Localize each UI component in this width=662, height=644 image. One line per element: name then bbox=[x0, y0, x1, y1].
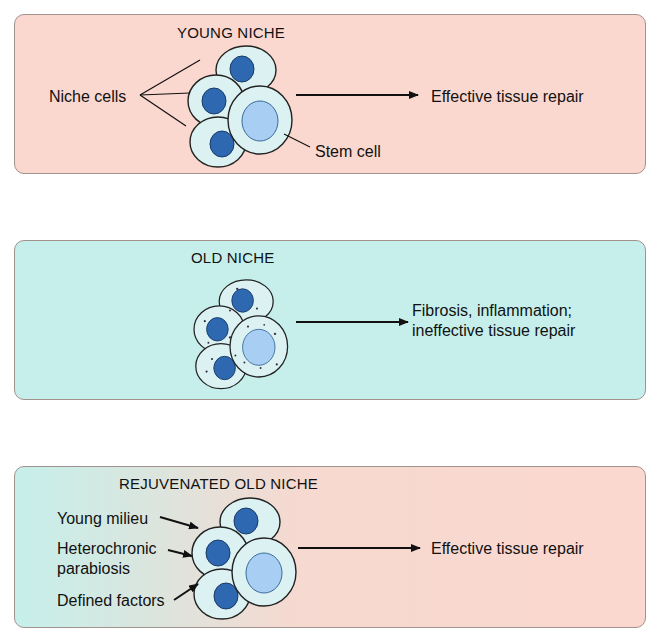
panel-label: Young milieu bbox=[57, 509, 148, 529]
panel-label: Stem cell bbox=[315, 142, 381, 162]
panel-label: Defined factors bbox=[57, 591, 165, 611]
text-holder: YOUNG NICHE bbox=[177, 23, 285, 43]
text-holder: Fibrosis, inflammation; ineffective tiss… bbox=[412, 301, 638, 341]
panel-label: Heterochronic parabiosis bbox=[57, 539, 175, 579]
text-holder: Young milieu bbox=[57, 509, 148, 529]
text-holder: Effective tissue repair bbox=[431, 539, 584, 559]
panel-heading: REJUVENATED OLD NICHE bbox=[119, 474, 318, 494]
text-holder: Effective tissue repair bbox=[431, 87, 584, 107]
text-holder: REJUVENATED OLD NICHE bbox=[119, 474, 318, 494]
text-holder: OLD NICHE bbox=[191, 248, 274, 268]
text-holder: Stem cell bbox=[315, 142, 381, 162]
panel-label: Effective tissue repair bbox=[431, 539, 584, 559]
panel-heading: OLD NICHE bbox=[191, 248, 274, 268]
text-holder: Heterochronic parabiosis bbox=[57, 539, 175, 579]
niche-panel: OLD NICHE Fibrosis, inflammation; ineffec… bbox=[14, 240, 646, 400]
panel-label: Niche cells bbox=[49, 87, 126, 107]
panel-heading: YOUNG NICHE bbox=[177, 23, 285, 43]
text-holder: Defined factors bbox=[57, 591, 165, 611]
panel-label: Fibrosis, inflammation; ineffective tiss… bbox=[412, 301, 638, 341]
panel-label: Effective tissue repair bbox=[431, 87, 584, 107]
text-holder: Niche cells bbox=[49, 87, 126, 107]
